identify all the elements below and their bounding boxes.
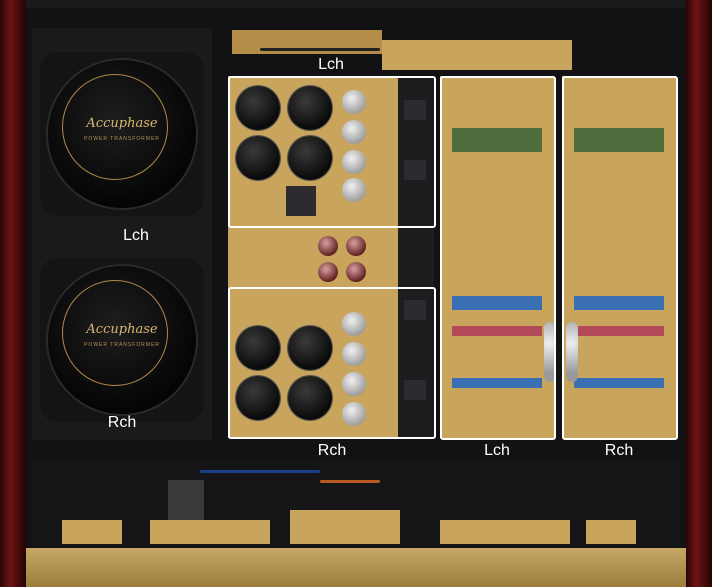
component-row-blue [574, 296, 664, 310]
wire [260, 48, 380, 51]
label-power-supply-lch-top: Lch [318, 56, 344, 73]
capacitor [342, 120, 366, 144]
left-wood-side-panel [0, 0, 26, 587]
front-panel [26, 548, 686, 587]
capacitor [342, 90, 366, 114]
rear-panel-strip [26, 0, 686, 8]
transformer-brand: Accuphase [86, 322, 158, 337]
transistor [404, 380, 426, 400]
filter-capacitor [236, 326, 280, 370]
control-pcb [440, 520, 570, 544]
label-amp-lch: Lch [484, 442, 510, 459]
transformer-subtitle: POWER TRANSFORMER [84, 136, 160, 142]
transformer-ring [62, 280, 168, 386]
capacitor [342, 372, 366, 396]
component-row-green [574, 128, 664, 152]
highlight-frame-power-supply-lch [228, 76, 436, 228]
transistor [404, 300, 426, 320]
component-row-blue [452, 296, 542, 310]
filter-capacitor [288, 86, 332, 130]
label-amp-rch: Rch [604, 442, 634, 459]
capacitor [346, 262, 366, 282]
capacitor [346, 236, 366, 256]
filter-capacitor [236, 86, 280, 130]
control-pcb [290, 510, 400, 544]
component-row-blue [574, 378, 664, 388]
wire [200, 470, 320, 473]
transistor [404, 100, 426, 120]
component-row-green [452, 128, 542, 152]
bridge-rectifier [286, 186, 316, 216]
capacitor [318, 262, 338, 282]
filter-capacitor [288, 326, 332, 370]
component-row-red [452, 326, 542, 336]
component-row-blue [452, 378, 542, 388]
control-pcb [586, 520, 636, 544]
highlight-frame-amp-lch [440, 76, 556, 440]
transformer-subtitle: POWER TRANSFORMER [84, 342, 160, 348]
component-row-red [574, 326, 664, 336]
wire [320, 480, 380, 483]
capacitor [342, 342, 366, 366]
capacitor-stack [544, 322, 556, 382]
small-transformer [168, 480, 204, 522]
label-power-supply-rch: Rch [317, 442, 347, 459]
output-heatsink [398, 76, 434, 438]
control-pcb [150, 520, 270, 544]
capacitor [342, 150, 366, 174]
power-transformer-lch: Accuphase POWER TRANSFORMER [40, 52, 204, 216]
rear-connector-pcb [382, 40, 572, 70]
capacitor-stack [566, 322, 578, 382]
transformer-brand: Accuphase [86, 116, 158, 131]
filter-capacitor [236, 136, 280, 180]
control-pcb [62, 520, 122, 544]
power-transformer-rch: Accuphase POWER TRANSFORMER [40, 258, 204, 422]
filter-capacitor [288, 136, 332, 180]
filter-capacitor [236, 376, 280, 420]
capacitor [318, 236, 338, 256]
right-wood-side-panel [686, 0, 712, 587]
capacitor [342, 312, 366, 336]
transformer-ring [62, 74, 168, 180]
label-transformer-lch: Lch [123, 227, 149, 244]
filter-capacitor [288, 376, 332, 420]
highlight-frame-amp-rch [562, 76, 678, 440]
capacitor [342, 402, 366, 426]
transistor [404, 160, 426, 180]
capacitor [342, 178, 366, 202]
label-transformer-rch: Rch [107, 414, 137, 431]
highlight-frame-power-supply-rch [228, 287, 436, 439]
